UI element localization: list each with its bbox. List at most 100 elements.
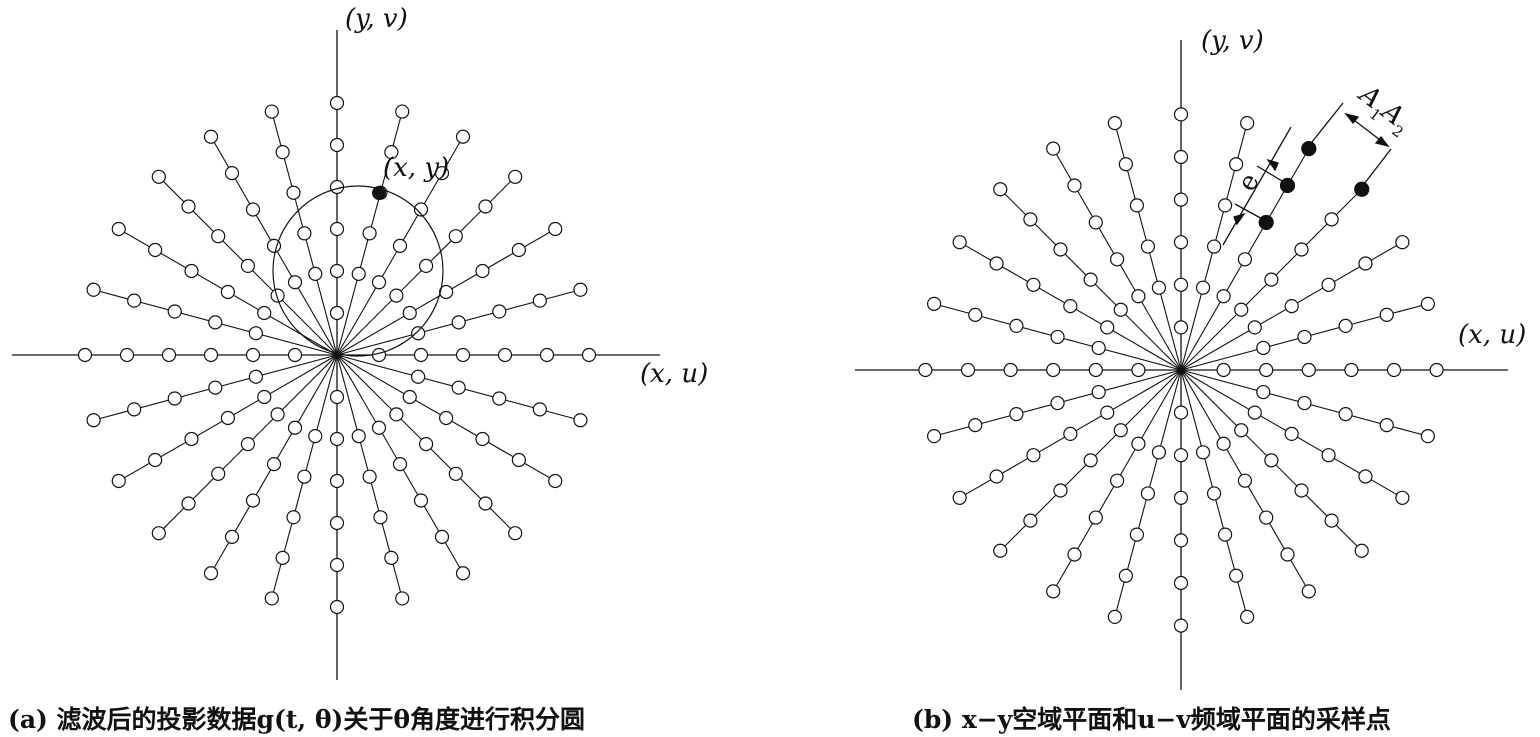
- sample-point: [220, 410, 235, 426]
- sample-point: [1107, 609, 1122, 624]
- sample-point: [1173, 320, 1189, 335]
- sample-point: [1100, 320, 1115, 335]
- sample-point: [286, 185, 301, 200]
- sample-point: [1247, 320, 1262, 335]
- sample-points: [77, 95, 597, 615]
- sample-point: [1140, 486, 1156, 501]
- sample-point: [1240, 609, 1255, 624]
- panel-b-x-axis-label: (x, u): [1458, 320, 1526, 350]
- sample-point: [1063, 299, 1078, 314]
- sample-point: [1173, 448, 1189, 463]
- sample-point: [211, 229, 226, 244]
- sample-point: [960, 362, 976, 378]
- sample-point: [1395, 490, 1410, 505]
- sample-point: [1420, 296, 1435, 311]
- sample-point: [181, 199, 196, 214]
- sample-point: [1420, 429, 1435, 444]
- sample-point: [1023, 212, 1038, 227]
- sample-point: [1229, 568, 1244, 583]
- sample-point: [351, 266, 366, 281]
- sample-point: [1264, 453, 1279, 468]
- sample-point: [184, 263, 199, 279]
- sample-point: [492, 304, 507, 319]
- sample-point: [362, 226, 377, 241]
- sample-point: [392, 238, 408, 253]
- sample-point: [270, 288, 285, 303]
- sample-point: [411, 326, 426, 341]
- sample-point: [418, 436, 434, 452]
- sample-point: [1297, 329, 1312, 345]
- sample-point: [1229, 157, 1244, 172]
- sample-point: [1118, 568, 1133, 583]
- sample-point: [264, 591, 279, 606]
- sample-point: [1321, 448, 1336, 463]
- sample-point: [455, 347, 471, 363]
- sample-point: [1151, 445, 1167, 460]
- sample-point: [1173, 192, 1189, 207]
- sample-point: [257, 305, 272, 321]
- sample-point: [1100, 405, 1115, 420]
- panel-a-caption: (a) 滤波后的投影数据g(t, θ)关于θ角度进行积分圆: [8, 705, 586, 734]
- sample-point: [1324, 513, 1339, 528]
- dimension-a1a2: [1307, 102, 1392, 189]
- sample-point: [1358, 469, 1373, 484]
- sample-point: [1264, 272, 1279, 287]
- sample-point: [497, 347, 513, 363]
- sample-point: [1026, 448, 1041, 463]
- sample-point: [448, 229, 463, 244]
- sample-point: [111, 473, 126, 489]
- sample-point: [1050, 329, 1065, 345]
- sample-point: [329, 263, 345, 279]
- sample-point: [167, 304, 182, 319]
- sample-point: [1386, 362, 1402, 378]
- sample-point: [451, 380, 466, 395]
- sample-point: [1109, 252, 1125, 267]
- sample-point: [434, 166, 450, 181]
- sample-point: [1046, 362, 1061, 378]
- sample-point: [329, 95, 345, 111]
- sample-point: [413, 202, 429, 217]
- sample-point: [86, 413, 101, 428]
- sample-point: [1131, 436, 1146, 451]
- sample-point: [511, 452, 526, 468]
- sample-point: [286, 510, 301, 525]
- sample-point: [548, 473, 563, 489]
- sample-point: [329, 389, 345, 405]
- sample-point: [1046, 584, 1061, 599]
- sample-point: [119, 347, 135, 363]
- sample-point: [245, 202, 261, 217]
- sample-point: [1118, 157, 1133, 172]
- sample-point: [1216, 362, 1231, 378]
- sample-point: [1321, 277, 1336, 292]
- sample-point: [1151, 280, 1167, 295]
- sample-point: [455, 129, 471, 144]
- sample-point: [329, 515, 345, 531]
- panel-b-diagram: (y, v) (x, u) A 1 A 2 e: [855, 26, 1526, 690]
- sample-point: [181, 496, 196, 511]
- sample-point: [1218, 527, 1233, 542]
- sample-point: [161, 347, 177, 363]
- point-xy-marker: [372, 186, 386, 200]
- sample-point: [224, 529, 240, 544]
- integration-circle: [272, 185, 444, 357]
- sample-point: [1379, 307, 1394, 322]
- sample-point: [287, 347, 303, 363]
- sample-point: [371, 275, 387, 290]
- sample-point: [1173, 149, 1189, 165]
- sample-point: [402, 305, 417, 321]
- sample-point: [439, 284, 454, 300]
- sample-point: [508, 526, 523, 541]
- sample-point: [451, 315, 466, 330]
- sample-point: [1237, 252, 1253, 267]
- sample-point: [1195, 280, 1211, 295]
- sample-point: [297, 469, 312, 484]
- panel-a-y-axis-label: (y, v): [345, 4, 408, 34]
- sample-point: [478, 199, 493, 214]
- sample-point: [508, 169, 523, 184]
- sample-point: [240, 258, 256, 274]
- sample-point: [1234, 423, 1249, 438]
- sample-point: [1301, 584, 1316, 599]
- sample-point: [1206, 239, 1222, 254]
- panel-a-diagram: (y, v)(x, u)(x, y): [12, 4, 708, 680]
- sample-point: [1301, 362, 1316, 378]
